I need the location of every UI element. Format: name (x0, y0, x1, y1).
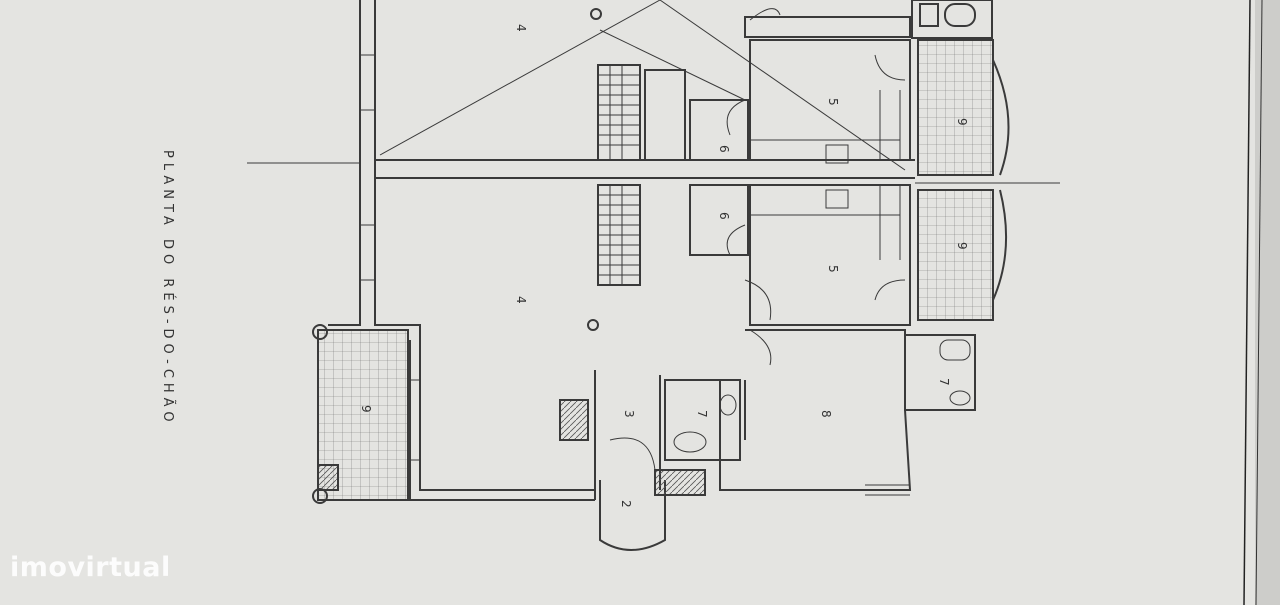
upper-wc-box (919, 3, 939, 27)
window-left-1 (360, 54, 375, 111)
room-label-8: 8 (819, 410, 833, 418)
stairs-upper-treads (598, 65, 640, 160)
room-8-walls (719, 329, 912, 491)
terrace-9-lower-arc (992, 189, 1008, 301)
kitchen-lower-counter (750, 185, 901, 260)
entry-door-arc (609, 437, 656, 471)
room-label-6-upper: 6 (717, 145, 731, 153)
room-label-9-upper: 9 (955, 118, 969, 126)
window-left-2 (360, 224, 375, 281)
stove-lower (825, 189, 849, 209)
kitchen-lower (749, 184, 911, 326)
room-8-door-arc (749, 329, 772, 366)
room-label-4-main: 4 (514, 296, 528, 304)
paper-border-line (1243, 0, 1251, 605)
terrace-9-upper-arc (992, 59, 1010, 176)
room-6-upper (689, 99, 749, 161)
stairs-lower-treads (598, 185, 640, 285)
void-diagonal-2 (659, 0, 906, 171)
room-6-lower (689, 184, 749, 256)
door-arc-1 (749, 8, 781, 21)
wc-7-right-tub (939, 339, 971, 361)
floor-marker-main (587, 319, 599, 331)
window-lower-left (410, 379, 420, 461)
porch-2 (599, 480, 666, 551)
room-label-2: 2 (619, 500, 633, 508)
wc-7-left-basin (673, 431, 707, 453)
room-label-9-lower: 9 (955, 242, 969, 250)
room-label-7-right: 7 (937, 378, 951, 386)
wc-7-right-toilet (949, 390, 971, 406)
watermark-logo: imovirtual (10, 552, 171, 583)
terrace-9-lower (917, 189, 994, 321)
upper-wall-top-right (744, 16, 911, 38)
room-label-3: 3 (622, 410, 636, 418)
stairs-upper-landing (644, 69, 686, 161)
room-8-window (865, 484, 910, 496)
kitchen-upper-counter (750, 90, 901, 160)
kitchen-upper (749, 39, 911, 161)
door-arc-6 (726, 224, 746, 256)
room-label-9-terrace: 9 (359, 405, 373, 413)
void-diagonal-1 (379, 0, 661, 156)
plan-title: PLANTA DO RÉS-DO-CHÃO (160, 150, 175, 427)
terrace-9-upper (917, 39, 994, 176)
stove-upper (825, 144, 849, 164)
upper-wc-fixture (944, 3, 976, 27)
terrace-planter (317, 464, 339, 491)
upper-wc-block (911, 0, 993, 39)
door-arc-5 (726, 99, 746, 136)
floor-marker-top (590, 8, 602, 20)
stairs-upper (597, 64, 641, 161)
door-arc-2 (744, 279, 772, 321)
room-label-5-upper: 5 (826, 98, 840, 106)
door-arc-4 (874, 279, 906, 301)
void-diagonal-3 (599, 29, 746, 101)
room-4-main-walls (374, 178, 595, 501)
wc-7-left (664, 379, 741, 461)
room-label-6-lower: 6 (717, 212, 731, 220)
door-arc-3 (874, 54, 906, 81)
room-label-4-top: 4 (514, 24, 528, 32)
column-top (312, 324, 328, 340)
room-label-7-left: 7 (695, 410, 709, 418)
paper-border-line-2 (1255, 0, 1263, 605)
room-label-5-lower: 5 (826, 265, 840, 273)
porch-planter (654, 469, 706, 496)
fireplace (559, 399, 589, 441)
